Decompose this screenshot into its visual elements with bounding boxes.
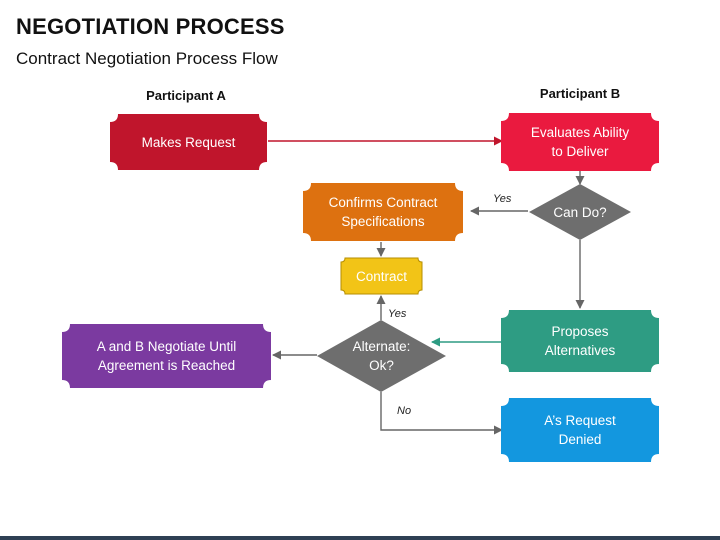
alternate-decision — [317, 320, 446, 392]
request-denied-box — [501, 398, 659, 462]
page-subtitle: Contract Negotiation Process Flow — [16, 49, 278, 68]
arrow-alternate-no-to-denied — [380, 392, 503, 435]
evaluates-ability-box — [501, 113, 659, 171]
edge-label-yes-can-do: Yes — [493, 193, 512, 205]
proposes-alternatives-box — [501, 310, 659, 372]
column-header-participant-a: Participant A — [146, 88, 226, 103]
makes-request-box — [110, 114, 267, 170]
contract-box — [340, 257, 423, 295]
can-do-decision — [529, 184, 631, 240]
edge-label-no-alternate: No — [397, 405, 412, 417]
page-title: NEGOTIATION PROCESS — [16, 14, 285, 39]
confirms-contract-box — [303, 183, 463, 241]
edge-label-yes-alternate: Yes — [388, 308, 407, 320]
column-header-participant-b: Participant B — [539, 86, 621, 101]
footer-bar — [0, 536, 720, 540]
negotiate-box — [62, 324, 271, 388]
